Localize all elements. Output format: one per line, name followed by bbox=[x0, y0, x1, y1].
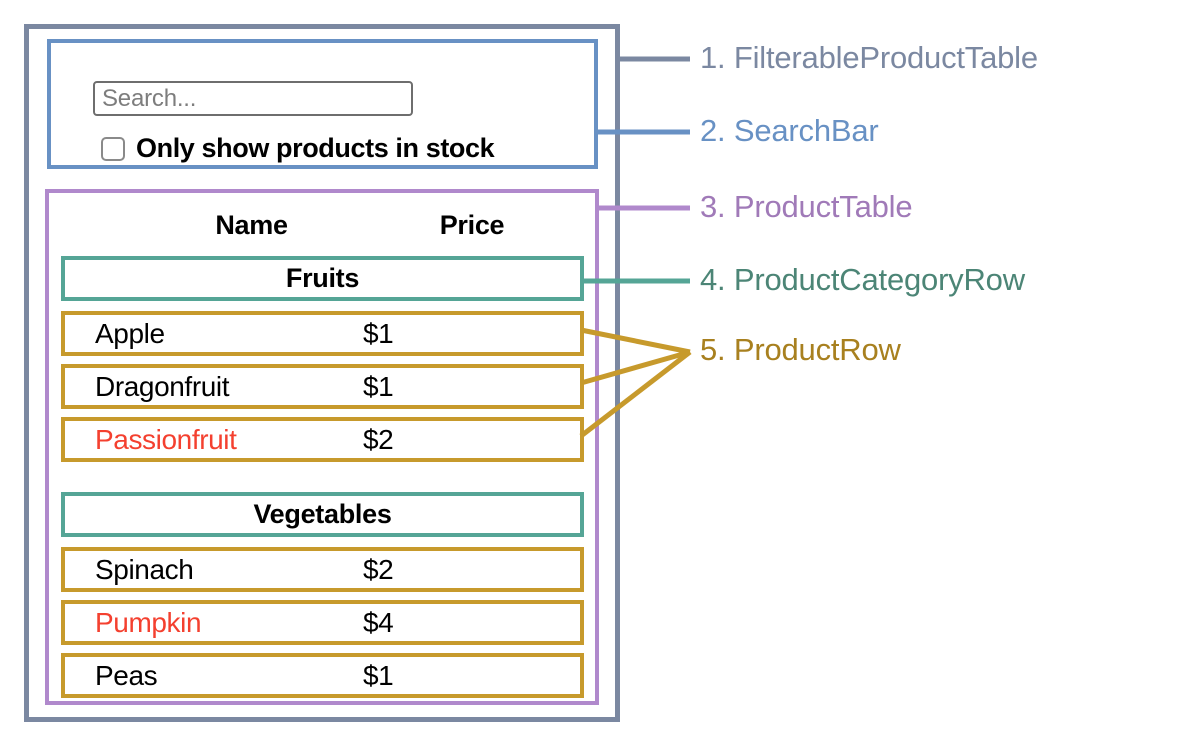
product-row: Pumpkin $4 bbox=[61, 600, 584, 645]
product-row: Peas $1 bbox=[61, 653, 584, 698]
column-header-name: Name bbox=[215, 209, 288, 240]
product-row-name: Peas bbox=[95, 659, 158, 691]
product-row-price: $2 bbox=[363, 553, 394, 585]
legend-item-filterable-product-table: 1. FilterableProductTable bbox=[700, 40, 1038, 75]
in-stock-checkbox[interactable] bbox=[101, 136, 125, 161]
product-row-name: Dragonfruit bbox=[95, 370, 230, 402]
product-row: Spinach $2 bbox=[61, 547, 584, 592]
group-spacer bbox=[61, 470, 584, 492]
legend-item-product-table: 3. ProductTable bbox=[700, 189, 913, 224]
legend-item-product-row: 5. ProductRow bbox=[700, 332, 901, 367]
product-row: Apple $1 bbox=[61, 311, 584, 356]
product-table-frame: Name Price Fruits Apple $1 Dragonfruit $… bbox=[45, 189, 599, 705]
in-stock-filter-row[interactable]: Only show products in stock bbox=[101, 133, 495, 163]
product-row-price: $1 bbox=[363, 317, 394, 349]
search-bar-frame: Only show products in stock bbox=[47, 39, 598, 169]
filterable-product-table-frame: Only show products in stock Name Price F… bbox=[24, 24, 620, 722]
product-table-body: Fruits Apple $1 Dragonfruit $1 Passionfr… bbox=[61, 256, 584, 698]
product-row-name: Spinach bbox=[95, 553, 194, 585]
product-row-name: Apple bbox=[95, 317, 165, 349]
product-row-name: Pumpkin bbox=[95, 606, 202, 638]
product-row-price: $1 bbox=[363, 370, 394, 402]
legend-item-product-category-row: 4. ProductCategoryRow bbox=[700, 262, 1025, 297]
search-input[interactable] bbox=[93, 81, 413, 116]
in-stock-checkbox-label: Only show products in stock bbox=[136, 133, 495, 163]
product-row-price: $2 bbox=[363, 423, 394, 455]
product-row-name: Passionfruit bbox=[95, 423, 237, 455]
product-table-header-row: Name Price bbox=[49, 203, 595, 247]
product-row: Dragonfruit $1 bbox=[61, 364, 584, 409]
product-category-row-label: Vegetables bbox=[253, 499, 392, 529]
product-category-row: Vegetables bbox=[61, 492, 584, 537]
product-category-row: Fruits bbox=[61, 256, 584, 301]
product-row: Passionfruit $2 bbox=[61, 417, 584, 462]
column-header-price: Price bbox=[439, 209, 505, 240]
product-category-row-label: Fruits bbox=[285, 263, 360, 293]
product-row-price: $1 bbox=[363, 659, 394, 691]
product-row-price: $4 bbox=[363, 606, 394, 638]
legend-item-search-bar: 2. SearchBar bbox=[700, 113, 879, 148]
